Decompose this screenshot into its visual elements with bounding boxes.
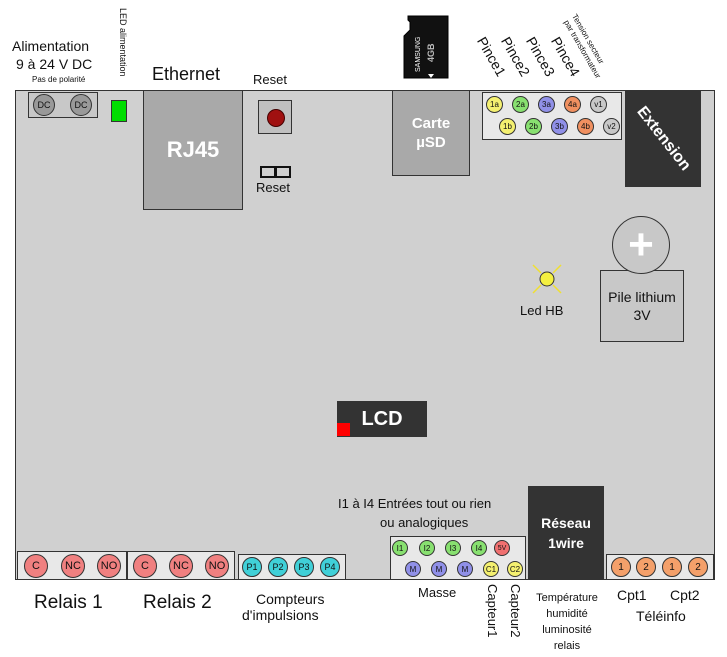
onewire-connector: Réseau 1wire [528,486,604,580]
relais1-label: Relais 1 [34,592,103,613]
reset-bottom-label: Reset [256,180,290,195]
teleinfo-cpt1-label: Cpt1 [617,587,647,603]
sd-card-brand: SAMSUNG [415,37,422,72]
counters-label-line2: d'impulsions [242,607,319,623]
reset-top-label: Reset [253,72,287,87]
clamp-pin-1a: 1a [486,96,503,113]
relais1-pin-c: C [24,554,48,578]
power-title-line2: 9 à 24 V DC [16,56,93,72]
onewire-description: Température humidité luminosité relais [526,590,608,654]
clamp-pin-3b: 3b [551,118,568,135]
rj45-jack: RJ45 [143,90,243,210]
counter-pin-p2: P2 [268,557,288,577]
relais1-pin-nc: NC [61,554,85,578]
clamp-pin-1b: 1b [499,118,516,135]
extension-connector: Extension [625,90,701,187]
relais2-pin-nc: NC [169,554,193,578]
onewire-label-line1: Réseau [541,515,591,531]
relais2-pin-no: NO [205,554,229,578]
relais2-label: Relais 2 [143,592,212,613]
plus-icon: + [628,220,654,269]
reset-button-cap [267,109,285,127]
sensor2-label: Capteur2 [508,584,523,638]
battery-label-line2: 3V [633,307,651,323]
clamp-pin-2b: 2b [525,118,542,135]
teleinfo-cpt2-label: Cpt2 [670,587,700,603]
sd-card-capacity: 4GB [426,43,436,62]
onewire-label-line2: 1wire [548,535,584,551]
onewire-desc-2: humidité [546,608,588,620]
sensor1-label: Capteur1 [485,584,500,638]
clamp-pin-3a: 3a [538,96,555,113]
teleinfo-label: Téléinfo [636,608,686,624]
input-pin-i1: I1 [392,540,408,556]
teleinfo-pin-2a: 2 [636,557,656,577]
reset-jumper [260,166,291,178]
relais2-pin-c: C [133,554,157,578]
inputs-desc-line2: ou analogiques [380,515,469,530]
input-pin-i3: I3 [445,540,461,556]
battery-label-line1: Pile lithium [608,289,676,305]
lcd-label: LCD [361,407,403,430]
input-pin-m2: M [431,561,447,577]
counter-pin-p1: P1 [242,557,262,577]
onewire-desc-1: Température [536,592,598,604]
battery-cell: + [612,216,670,274]
clamp-pin-v1: v1 [590,96,607,113]
input-pin-i2: I2 [419,540,435,556]
input-pin-c1: C1 [483,561,499,577]
sd-slot-line2: µSD [416,134,446,151]
counter-pin-p4: P4 [320,557,340,577]
input-pin-m3: M [457,561,473,577]
lcd-pin1-marker [337,423,350,436]
microsd-card-icon: SAMSUNG 4GB [402,14,452,80]
led-hb-icon [530,262,564,296]
teleinfo-pin-1a: 1 [611,557,631,577]
power-pin-1: DC [33,94,55,116]
teleinfo-pin-1b: 1 [662,557,682,577]
sd-slot-line1: Carte [411,115,451,132]
power-title-line1: Alimentation [12,38,90,54]
lcd-connector: LCD [337,401,427,437]
ground-label: Masse [418,585,457,600]
sd-card-slot: Carte µSD [392,90,470,176]
input-pin-m1: M [405,561,421,577]
extension-label: Extension [633,102,694,174]
ethernet-title: Ethernet [152,64,221,84]
relais1-pin-no: NO [97,554,121,578]
counter-pin-p3: P3 [294,557,314,577]
counters-label-line1: Compteurs [256,591,325,607]
input-pin-c2: C2 [507,561,523,577]
power-led-label: LED alimentation [118,8,128,77]
teleinfo-pin-2b: 2 [688,557,708,577]
rj45-label: RJ45 [166,137,220,162]
onewire-desc-4: relais [553,640,581,652]
input-pin-5v: 5V [494,540,510,556]
battery-holder: Pile lithium 3V [600,270,684,342]
led-hb-label: Led HB [520,303,564,318]
clamp-pin-v2: v2 [603,118,620,135]
power-pin-2: DC [70,94,92,116]
clamp-pin-4a: 4a [564,96,581,113]
inputs-desc-line1: I1 à I4 Entrées tout ou rien [338,496,492,511]
power-polarity-label: Pas de polarité [32,75,86,84]
clamp-pin-2a: 2a [512,96,529,113]
reset-button[interactable] [258,100,292,134]
onewire-desc-3: luminosité [542,624,592,636]
clamp-pin-4b: 4b [577,118,594,135]
input-pin-i4: I4 [471,540,487,556]
power-led [111,100,127,122]
